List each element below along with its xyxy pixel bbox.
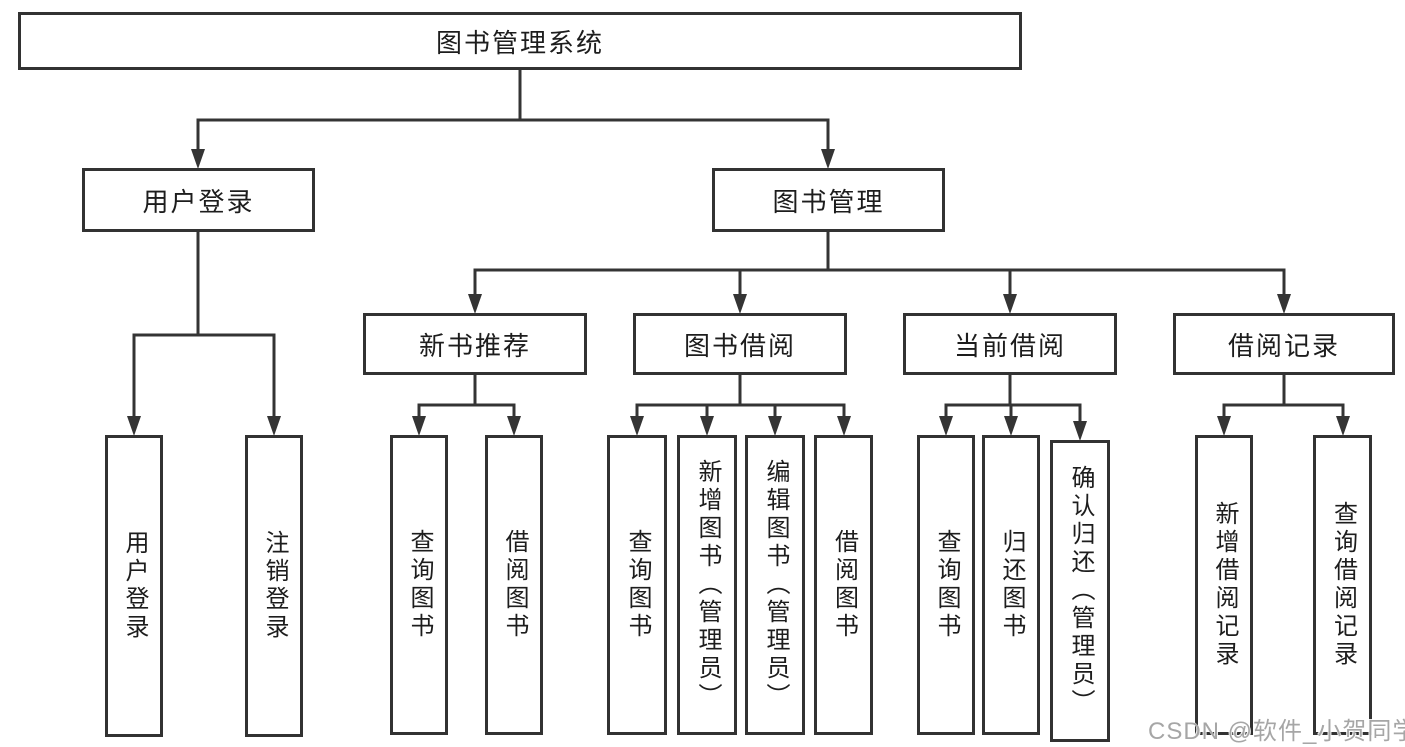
leaf-query-borrow-record: 查询借阅记录 bbox=[1313, 435, 1372, 735]
leaf-edit-books-admin: 编辑图书（管理员） bbox=[745, 435, 805, 735]
node-new-book-recommend: 新书推荐 bbox=[363, 313, 587, 375]
leaf-add-books-admin: 新增图书（管理员） bbox=[677, 435, 737, 735]
connector-borrow-records-to-leaves bbox=[1217, 375, 1350, 436]
connector-user-login-to-leaves bbox=[127, 232, 281, 436]
leaf-borrow-books: 借阅图书 bbox=[814, 435, 873, 735]
connector-book-borrow-to-leaves bbox=[630, 375, 851, 436]
leaf-query-books-recommend: 查询图书 bbox=[390, 435, 448, 735]
connector-root-to-level2 bbox=[191, 68, 835, 169]
node-borrowing-records: 借阅记录 bbox=[1173, 313, 1395, 375]
node-book-management: 图书管理 bbox=[712, 168, 945, 232]
leaf-user-login: 用户登录 bbox=[105, 435, 163, 737]
connector-new-book-rec-to-leaves bbox=[412, 375, 521, 436]
leaf-query-books-borrowing: 查询图书 bbox=[607, 435, 667, 735]
node-current-borrowing: 当前借阅 bbox=[903, 313, 1117, 375]
leaf-borrow-books-recommend: 借阅图书 bbox=[485, 435, 543, 735]
connector-book-mgmt-to-level3 bbox=[468, 232, 1291, 314]
leaf-return-books: 归还图书 bbox=[982, 435, 1040, 735]
leaf-query-books-current: 查询图书 bbox=[917, 435, 975, 735]
leaf-add-borrow-record: 新增借阅记录 bbox=[1195, 435, 1253, 735]
node-root-library-system: 图书管理系统 bbox=[18, 12, 1022, 70]
node-user-login: 用户登录 bbox=[82, 168, 315, 232]
leaf-logout: 注销登录 bbox=[245, 435, 303, 737]
leaf-confirm-return-admin: 确认归还（管理员） bbox=[1050, 440, 1110, 742]
csdn-watermark: CSDN @软件_小贺同学 bbox=[1148, 718, 1405, 745]
connector-current-borrow-to-leaves bbox=[939, 375, 1087, 441]
node-book-borrowing: 图书借阅 bbox=[633, 313, 847, 375]
